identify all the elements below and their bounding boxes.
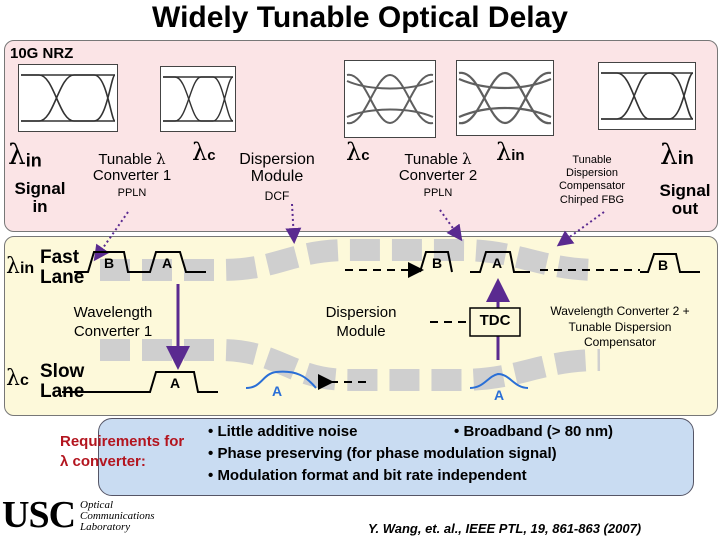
usc-logo-text: USC bbox=[2, 494, 76, 536]
eye-diagram-dispersed-trace bbox=[346, 73, 434, 125]
pulse-label-b-out: B bbox=[658, 257, 669, 273]
converter-2-label: Tunable λ Converter 2 PPLN bbox=[398, 150, 478, 199]
dispersed-pulse-a bbox=[245, 370, 317, 389]
fast-lane-trace bbox=[74, 251, 206, 273]
tdc-box: TDC bbox=[479, 312, 511, 329]
lane-band-top bbox=[100, 239, 601, 281]
nrz-label: 10G NRZ bbox=[10, 45, 74, 62]
lambda-c-label-2: λc bbox=[346, 138, 370, 166]
slow-lane-label: λc bbox=[6, 366, 29, 391]
pointer-lines bbox=[93, 203, 605, 262]
tdc-pulse-a-low bbox=[469, 372, 529, 389]
lambda-in-label-2: λin bbox=[496, 138, 525, 166]
mid-dashes bbox=[430, 269, 640, 323]
pulse-label-a-disp: A bbox=[272, 383, 283, 399]
requirement-item: • Phase preserving (for phase modulation… bbox=[208, 445, 557, 462]
requirements-heading: Requirements for λ converter: bbox=[60, 433, 185, 470]
lane-band-bottom bbox=[100, 339, 601, 391]
dispersion-module-label: Dispersion Module DCF bbox=[239, 151, 315, 203]
pulse-label-b1: B bbox=[104, 255, 115, 271]
lambda-in-label-3: λin bbox=[660, 138, 694, 171]
tdc-pulse-a bbox=[470, 251, 530, 273]
eye-diagram-dispersed bbox=[344, 60, 436, 138]
page-title: Widely Tunable Optical Delay bbox=[152, 1, 568, 34]
requirement-item: • Modulation format and bit rate indepen… bbox=[208, 467, 527, 484]
requirement-item: • Broadband (> 80 nm) bbox=[454, 423, 614, 440]
eye-diagram-converted bbox=[160, 66, 236, 132]
slow-lane-trace bbox=[62, 371, 218, 393]
fast-lane-label: λin bbox=[6, 254, 35, 279]
eye-diagram-reconverted-trace bbox=[458, 71, 552, 125]
requirement-item: • Little additive noise bbox=[208, 423, 358, 440]
eye-diagram-converted-trace bbox=[163, 76, 234, 122]
pulse-label-a-tdc-low: A bbox=[494, 387, 505, 403]
eye-diagram-input bbox=[18, 64, 118, 132]
pulse-label-a1: A bbox=[162, 255, 173, 271]
usc-logo: USC bbox=[2, 494, 76, 536]
citation: Y. Wang, et. al., IEEE PTL, 19, 861-863 … bbox=[368, 521, 642, 536]
eye-diagram-input-trace bbox=[21, 74, 116, 122]
pulse-label-a-tdc: A bbox=[492, 255, 503, 271]
output-pulse-b bbox=[640, 253, 700, 273]
wavelength-converter-2-label: Wavelength Converter 2 +Tunable Dispersi… bbox=[550, 304, 690, 350]
dispersion-arrows bbox=[318, 262, 424, 390]
eye-diagram-reconverted bbox=[456, 60, 554, 136]
pulse-label-a-slow: A bbox=[170, 375, 181, 391]
converter-1-label: Tunable λ Converter 1 PPLN bbox=[92, 150, 172, 199]
dispersed-pulse-b bbox=[419, 251, 453, 273]
eye-diagram-output-trace bbox=[601, 72, 694, 120]
lambda-c-label-1: λc bbox=[192, 138, 216, 166]
requirements-panel bbox=[98, 418, 694, 496]
tdc-top-label: Tunable Dispersion Compensator Chirped F… bbox=[558, 154, 626, 206]
lambda-in-label-1: λin bbox=[8, 138, 42, 171]
eye-diagram-output bbox=[598, 62, 696, 130]
tdc-box-rect bbox=[469, 307, 521, 337]
pulse-label-b-disp: B bbox=[432, 255, 443, 271]
